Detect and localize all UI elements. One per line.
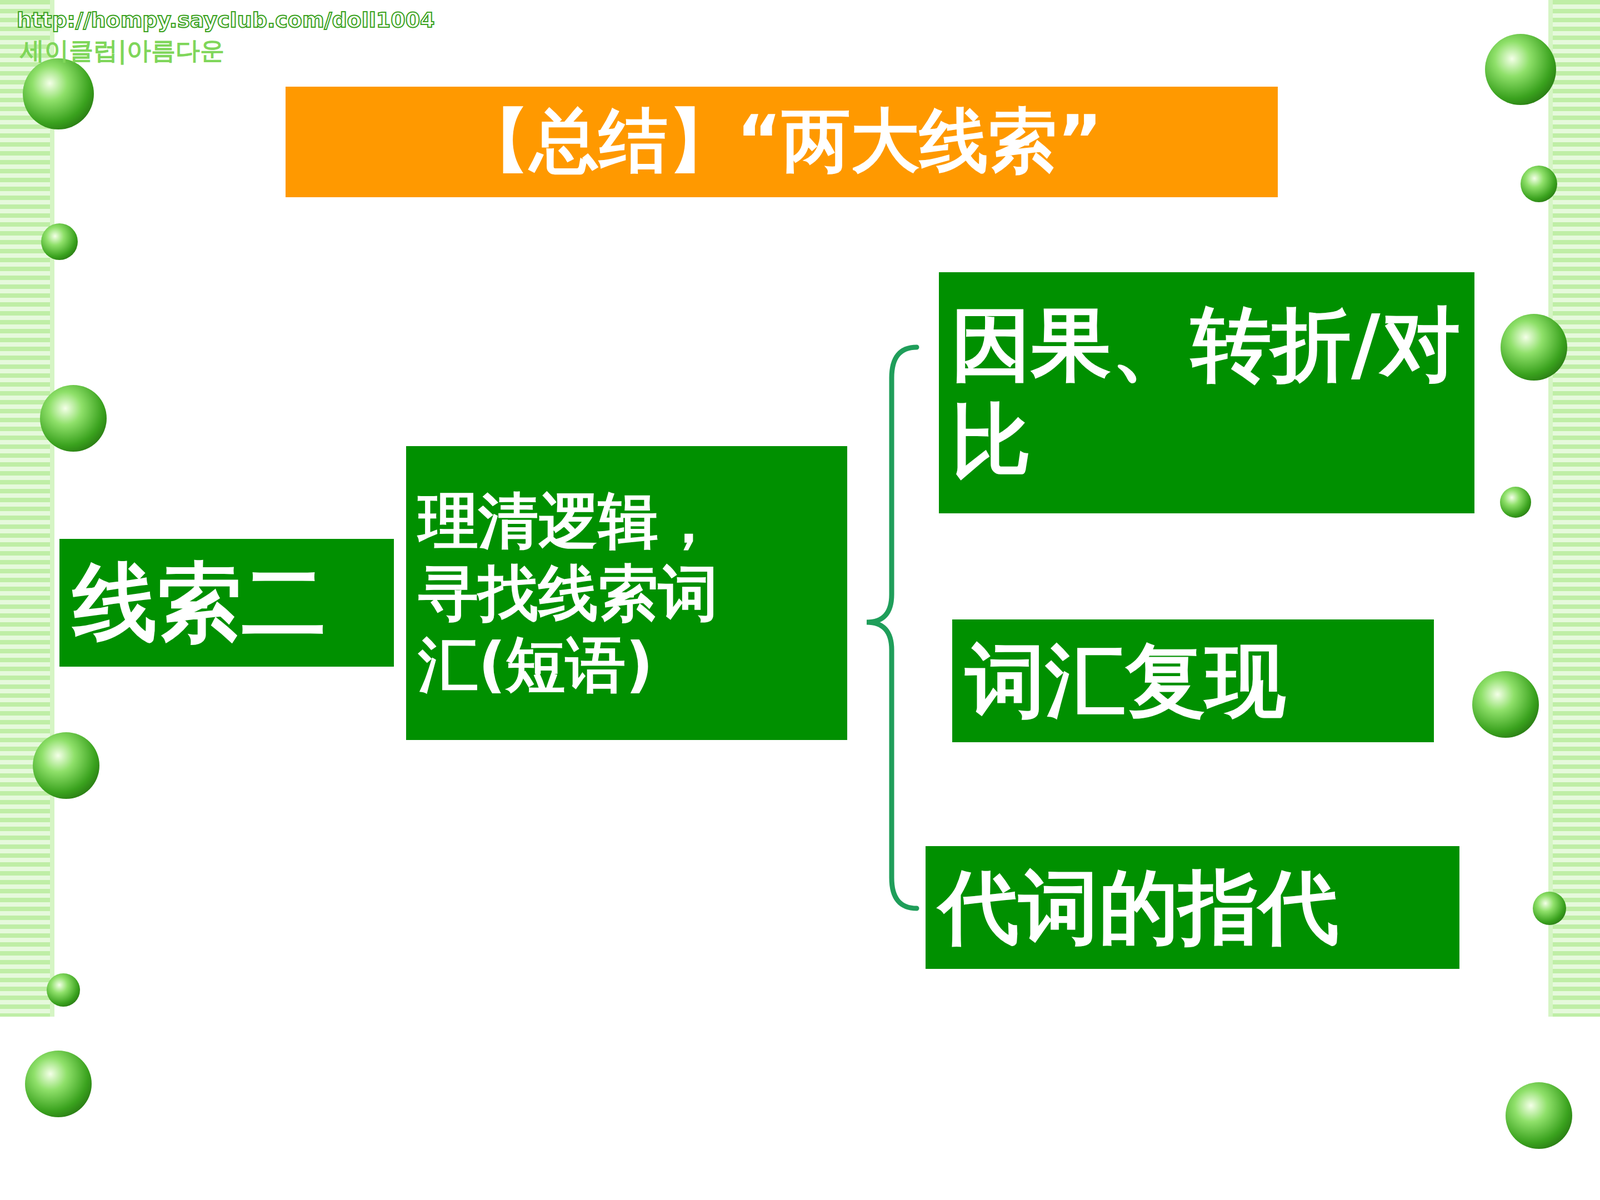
green-bubble (22, 58, 94, 130)
watermark-text: http://hompy.sayclub.com/doll1004 (16, 7, 435, 33)
green-bubble (32, 732, 100, 799)
title-band: 【总结】“两大线索” (285, 86, 1278, 198)
right-stripe-border (1552, 0, 1600, 1017)
box-label: 词汇复现 (965, 632, 1286, 729)
box-label: 理清逻辑，寻找线索词汇(短语) (418, 485, 755, 702)
green-bubble (1485, 33, 1557, 105)
left-edge-line (50, 0, 55, 1017)
left-stripe-border (0, 0, 50, 1017)
box-label: 线索二 (72, 552, 327, 654)
green-bubble (1500, 313, 1568, 381)
process-box: 词汇复现 (952, 619, 1434, 743)
green-bubble (40, 385, 107, 452)
box-label: 因果、转折/对比 (951, 296, 1463, 489)
green-bubble (25, 1050, 92, 1118)
green-bubble (1532, 891, 1567, 925)
process-box: 因果、转折/对比 (938, 272, 1475, 514)
process-box: 代词的指代 (925, 846, 1460, 969)
process-box: 理清逻辑，寻找线索词汇(短语) (406, 446, 848, 740)
green-bubble (1472, 671, 1539, 738)
green-bubble (1505, 1082, 1573, 1149)
box-label: 代词的指代 (938, 859, 1339, 956)
bubble-decorations (22, 33, 1573, 1149)
curly-brace (866, 347, 917, 909)
title-text: 【总结】“两大线索” (461, 95, 1103, 189)
process-box: 线索二 (59, 538, 394, 667)
green-bubble (41, 223, 78, 260)
watermark-text: 세이클럽|아름다운 (20, 34, 225, 68)
green-bubble (1520, 165, 1558, 203)
right-edge-line (1548, 0, 1553, 1017)
green-bubble (1500, 486, 1532, 518)
green-bubble (46, 973, 80, 1007)
